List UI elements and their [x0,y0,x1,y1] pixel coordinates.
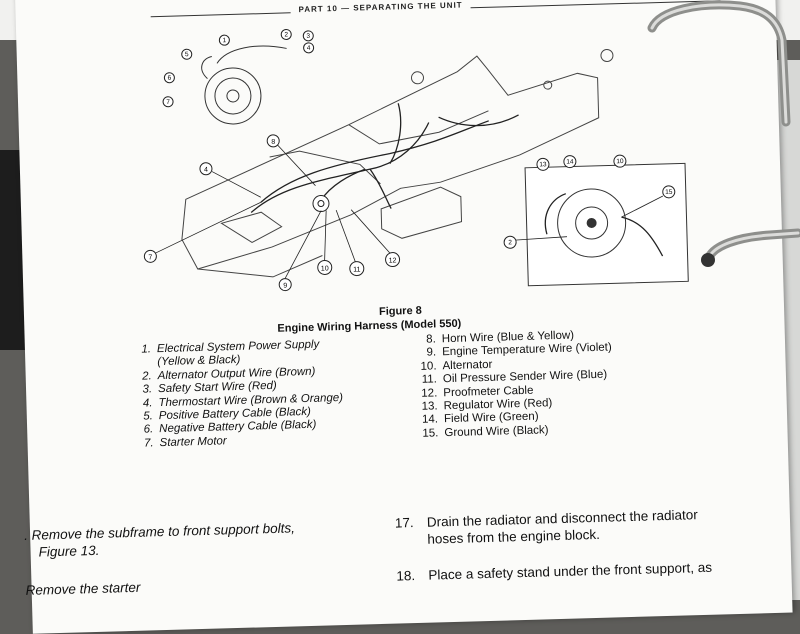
svg-text:15: 15 [665,189,673,196]
step-left-remove-starter: Remove the starter [25,579,140,599]
callout-tl-3: 3 [302,30,314,42]
step-18: 18. Place a safety stand under the front … [396,559,712,585]
svg-text:7: 7 [166,99,170,106]
legend-right: 8.Horn Wire (Blue & Yellow) 9.Engine Tem… [410,328,615,441]
callout-labels-inset: 13 14 10 15 2 [503,154,676,249]
callout-12: 12 [385,252,401,268]
callout-labels-topleft: 1 2 3 4 5 6 7 [162,28,315,108]
svg-text:2: 2 [284,31,288,38]
callout-tl-5: 5 [181,48,193,60]
figure-subtitle: Engine Wiring Harness (Model 550) [277,317,462,335]
svg-text:5: 5 [185,51,189,58]
step-17: 17.Drain the radiator and disconnect the… [395,506,699,548]
svg-text:10: 10 [616,158,624,165]
callout-7: 7 [143,249,157,263]
callout-8: 8 [266,134,280,148]
svg-text:4: 4 [204,167,208,174]
callout-inset-14: 14 [563,155,577,169]
svg-text:2: 2 [508,239,512,246]
step-left: . Remove the subframe to front support b… [24,519,296,561]
callout-tl-4: 4 [303,42,315,54]
alternator-detail-topleft [201,45,287,125]
svg-text:1: 1 [222,37,226,44]
svg-text:11: 11 [353,266,361,273]
step-text: Remove the starter [25,579,141,598]
step-text: Place a safety stand under the front sup… [428,559,713,583]
callout-tl-1: 1 [218,34,230,46]
callout-labels: 8 4 7 9 10 11 12 [143,134,401,292]
svg-text:3: 3 [306,33,310,40]
binder-ring-bottom [701,228,800,267]
step-number: 17. [394,515,414,531]
callout-tl-2: 2 [280,28,292,40]
tractor-frame [181,48,614,278]
svg-text:8: 8 [271,139,275,146]
svg-text:9: 9 [283,283,287,290]
callout-tl-6: 6 [163,72,175,84]
binder-ring-top [647,0,791,127]
callout-inset-15: 15 [662,185,676,199]
wiring-harness [250,103,519,213]
manual-page: PART 10 — SEPARATING THE UNIT [15,0,793,634]
callout-11: 11 [349,261,365,277]
callout-inset-10: 10 [613,154,627,168]
callout-10: 10 [317,259,333,275]
callout-tl-7: 7 [162,96,174,108]
inset-alternator-detail [524,162,689,287]
starter-motor-icon [312,195,330,213]
svg-text:6: 6 [168,75,172,82]
callout-inset-2: 2 [503,235,517,249]
callout-inset-13: 13 [536,157,550,171]
svg-text:14: 14 [566,158,574,165]
svg-text:10: 10 [321,265,329,272]
svg-text:12: 12 [389,257,397,264]
callout-9: 9 [278,278,292,292]
svg-text:13: 13 [539,161,547,168]
step-number: 18. [396,568,416,584]
callout-4: 4 [199,162,213,176]
svg-text:7: 7 [148,254,152,261]
svg-text:4: 4 [307,45,311,52]
figure-title: Figure 8 [378,304,422,318]
wiring-diagram: 8 4 7 9 10 11 12 1 2 3 4 5 6 7 13 14 10 … [143,28,689,292]
callout-leaders [155,144,664,279]
legend-left: 1.Electrical System Power Supply (Yellow… [125,338,345,451]
